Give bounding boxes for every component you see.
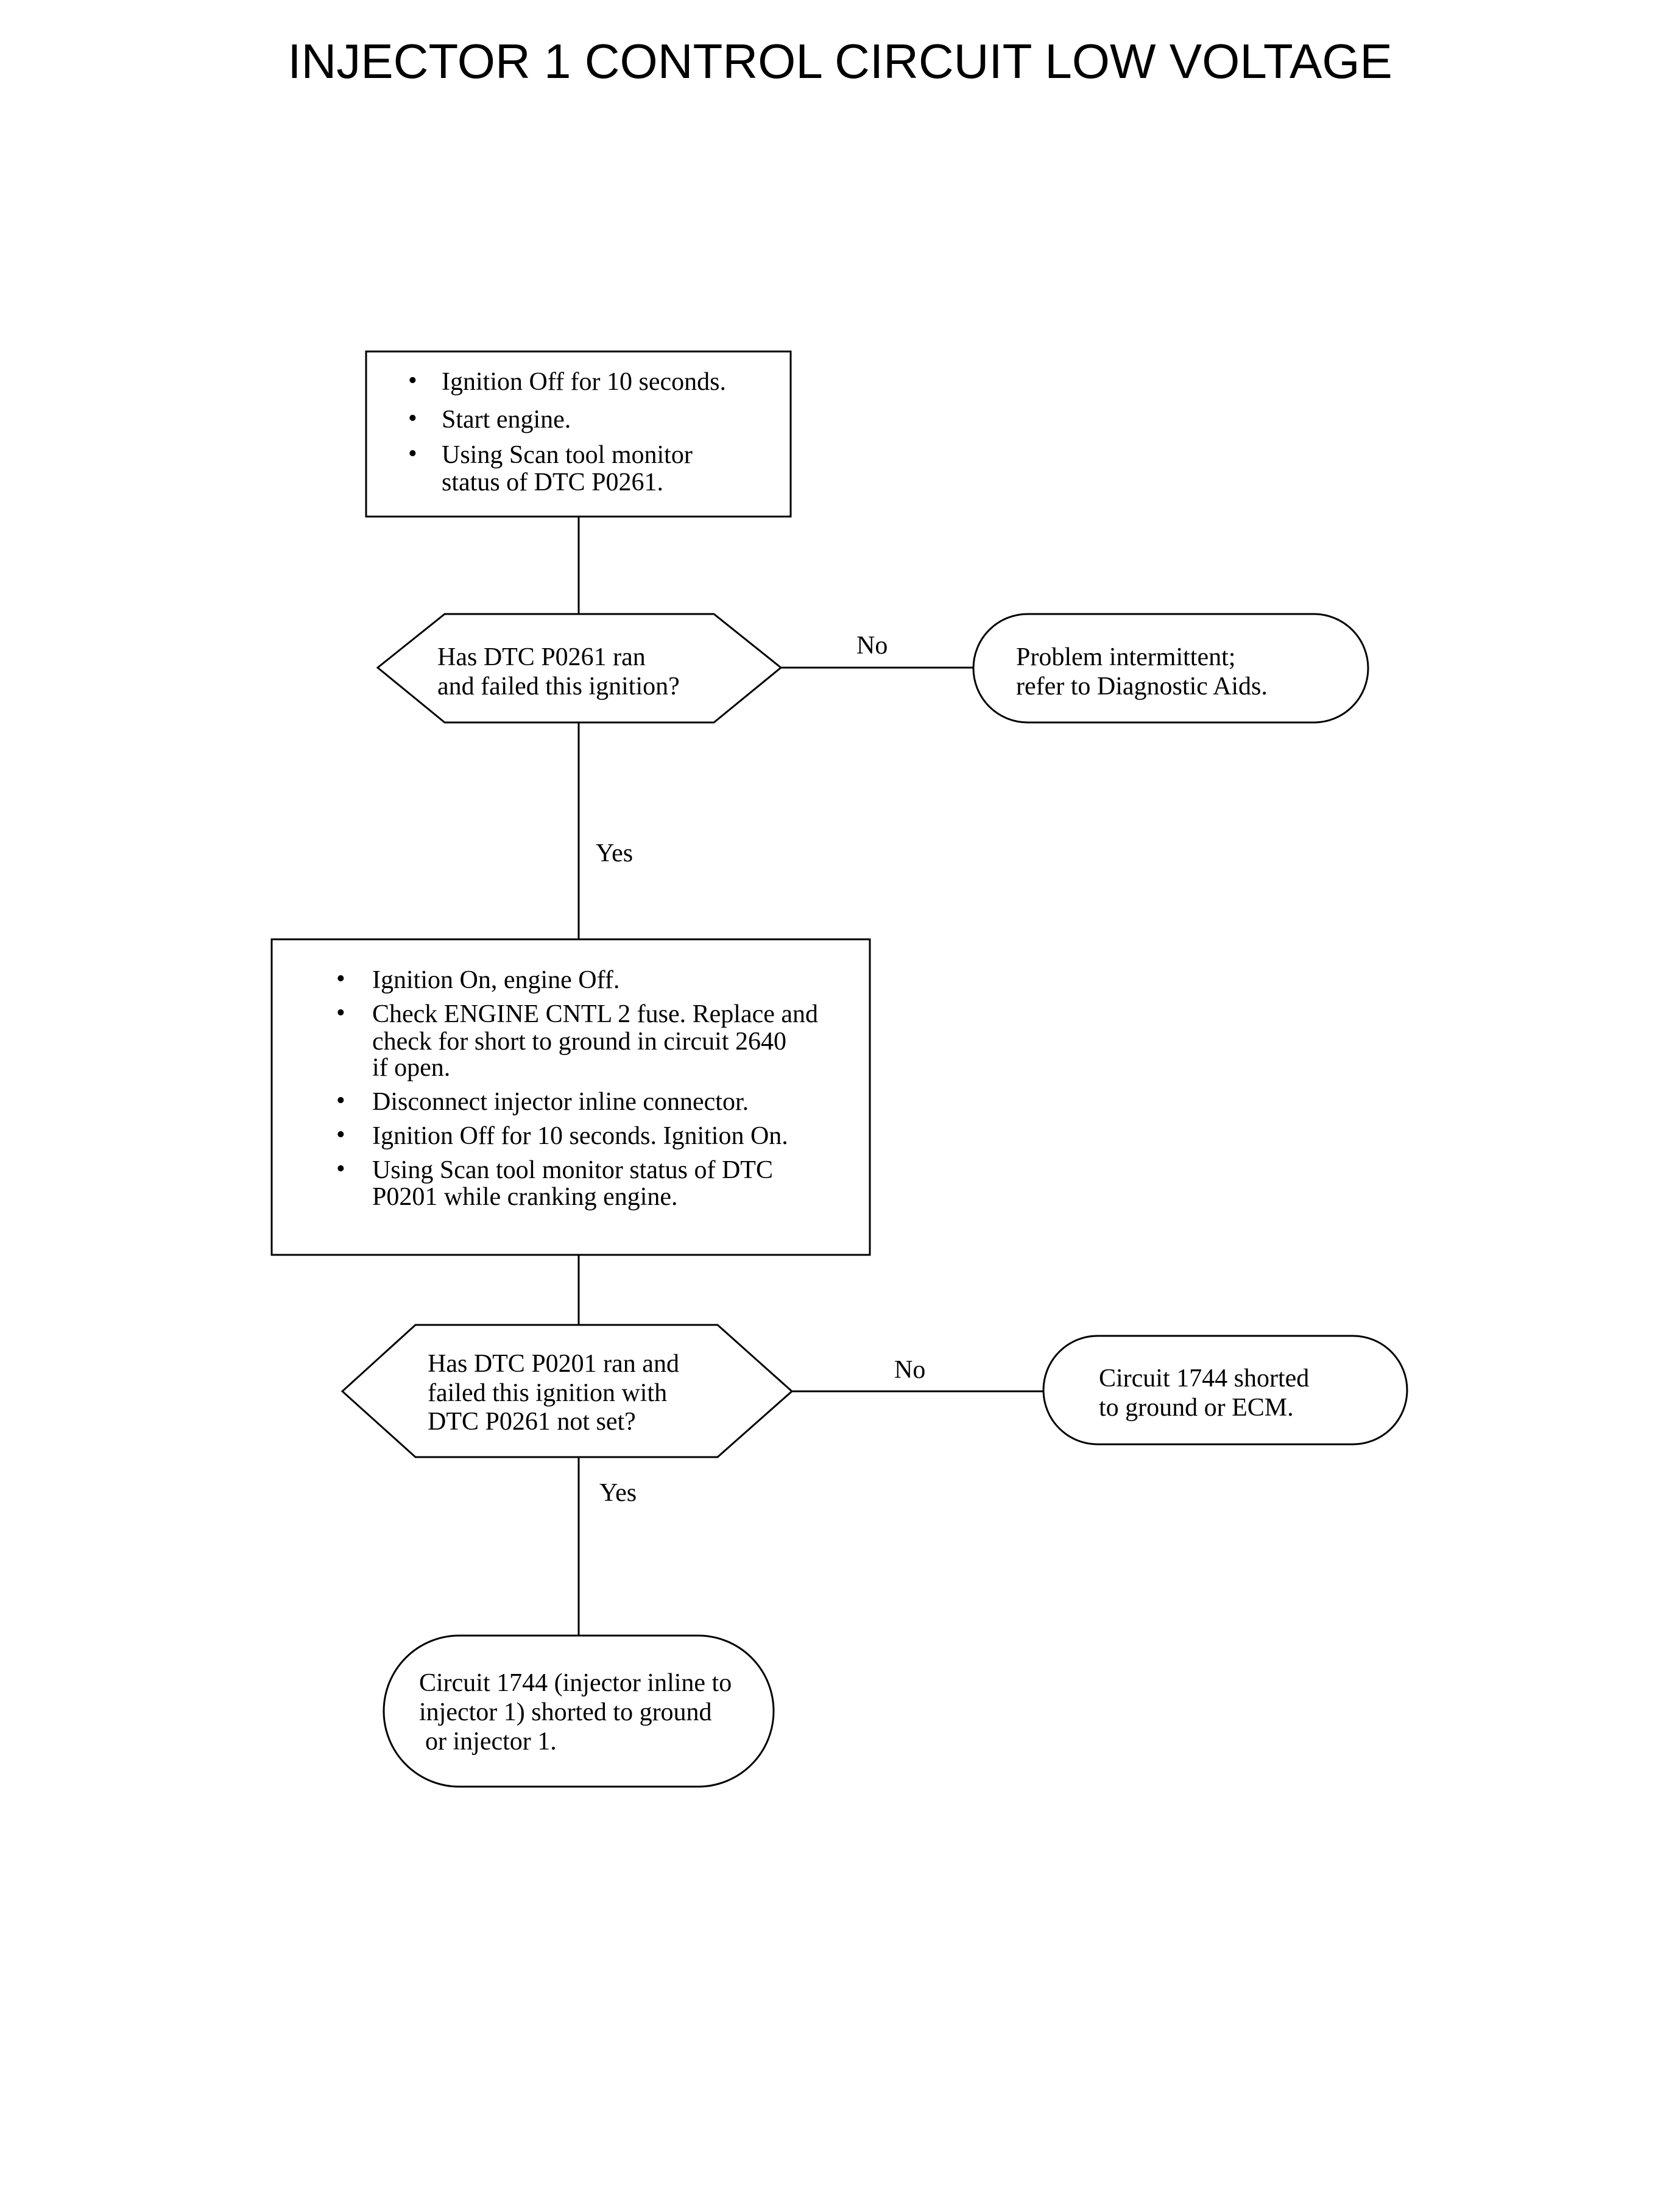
outcome2-terminator: Circuit 1744 shorted to ground or ECM.	[1042, 1335, 1408, 1446]
step1-bullet-1-line-1: Ignition Off for 10 seconds.	[442, 368, 726, 396]
outcome2-line-2: to ground or ECM.	[1099, 1394, 1294, 1422]
step2-bullet-2-marker: •	[336, 999, 345, 1027]
outcome2-terminator-frame	[1042, 1335, 1408, 1446]
decision1-hexagon-frame	[376, 613, 783, 724]
step2-bullet-3-line-1: Disconnect injector inline connector.	[372, 1088, 749, 1116]
outcome3-terminator: Circuit 1744 (injector inline to injecto…	[383, 1634, 775, 1788]
step1-bullet-list: • Ignition Off for 10 seconds. • Start e…	[408, 367, 726, 496]
decision2-hexagon-frame	[341, 1324, 794, 1458]
step2-bullet-2-line-3: if open.	[372, 1054, 450, 1082]
decision2-no-label: No	[894, 1356, 925, 1384]
decision1-line-2: and failed this ignition?	[437, 673, 680, 701]
outcome3-line-2: injector 1) shorted to ground	[419, 1698, 712, 1726]
decision2-hexagon: Has DTC P0201 ran and failed this igniti…	[341, 1324, 794, 1458]
outcome1-line-1: Problem intermittent;	[1016, 643, 1235, 671]
decision2-line-3: DTC P0261 not set?	[428, 1408, 636, 1436]
decision2-line-2: failed this ignition with	[428, 1379, 667, 1407]
step1-bullet-3-line-1: Using Scan tool monitor	[442, 441, 693, 469]
step2-bullet-list: • Ignition On, engine Off. • Check ENGIN…	[336, 965, 818, 1211]
decision1-yes-label: Yes	[596, 839, 633, 867]
step1-bullet-2-marker: •	[408, 404, 417, 432]
outcome1-terminator-frame	[972, 613, 1369, 724]
step2-bullet-4-line-1: Ignition Off for 10 seconds. Ignition On…	[372, 1122, 788, 1150]
step2-bullet-3-marker: •	[336, 1087, 345, 1115]
outcome3-terminator-frame	[383, 1634, 775, 1788]
diagram-title: INJECTOR 1 CONTROL CIRCUIT LOW VOLTAGE	[288, 34, 1392, 88]
outcome3-line-3: or injector 1.	[425, 1728, 557, 1756]
step2-bullet-2-line-2: check for short to ground in circuit 264…	[372, 1028, 786, 1056]
decision1-no-label: No	[856, 632, 888, 660]
outcome1-line-2: refer to Diagnostic Aids.	[1016, 673, 1268, 701]
step1-bullet-3-line-2: status of DTC P0261.	[442, 468, 663, 496]
step1-box-frame	[365, 350, 792, 518]
step2-bullet-1-line-1: Ignition On, engine Off.	[372, 966, 619, 994]
step1-bullet-1-marker: •	[408, 367, 417, 395]
step2-bullet-1-marker: •	[336, 965, 345, 993]
step2-bullet-5-line-2: P0201 while cranking engine.	[372, 1183, 678, 1211]
step2-box: • Ignition On, engine Off. • Check ENGIN…	[270, 938, 871, 1256]
step2-bullet-4-marker: •	[336, 1121, 345, 1149]
step2-bullet-2-line-1: Check ENGINE CNTL 2 fuse. Replace and	[372, 1000, 818, 1028]
outcome3-line-1: Circuit 1744 (injector inline to	[419, 1669, 732, 1697]
step1-bullet-3-marker: •	[408, 440, 417, 468]
decision2-line-1: Has DTC P0201 ran and	[428, 1350, 679, 1378]
step2-bullet-5-line-1: Using Scan tool monitor status of DTC	[372, 1156, 773, 1184]
decision1-line-1: Has DTC P0261 ran	[437, 643, 646, 671]
decision2-yes-label: Yes	[599, 1479, 637, 1507]
decision1-hexagon: Has DTC P0261 ran and failed this igniti…	[376, 613, 783, 724]
step1-bullet-2-line-1: Start engine.	[442, 406, 571, 434]
step1-box: • Ignition Off for 10 seconds. • Start e…	[365, 350, 792, 518]
outcome1-terminator: Problem intermittent; refer to Diagnosti…	[972, 613, 1369, 724]
outcome2-line-1: Circuit 1744 shorted	[1099, 1364, 1309, 1393]
step2-box-frame	[270, 938, 871, 1256]
step2-bullet-5-marker: •	[336, 1155, 345, 1183]
